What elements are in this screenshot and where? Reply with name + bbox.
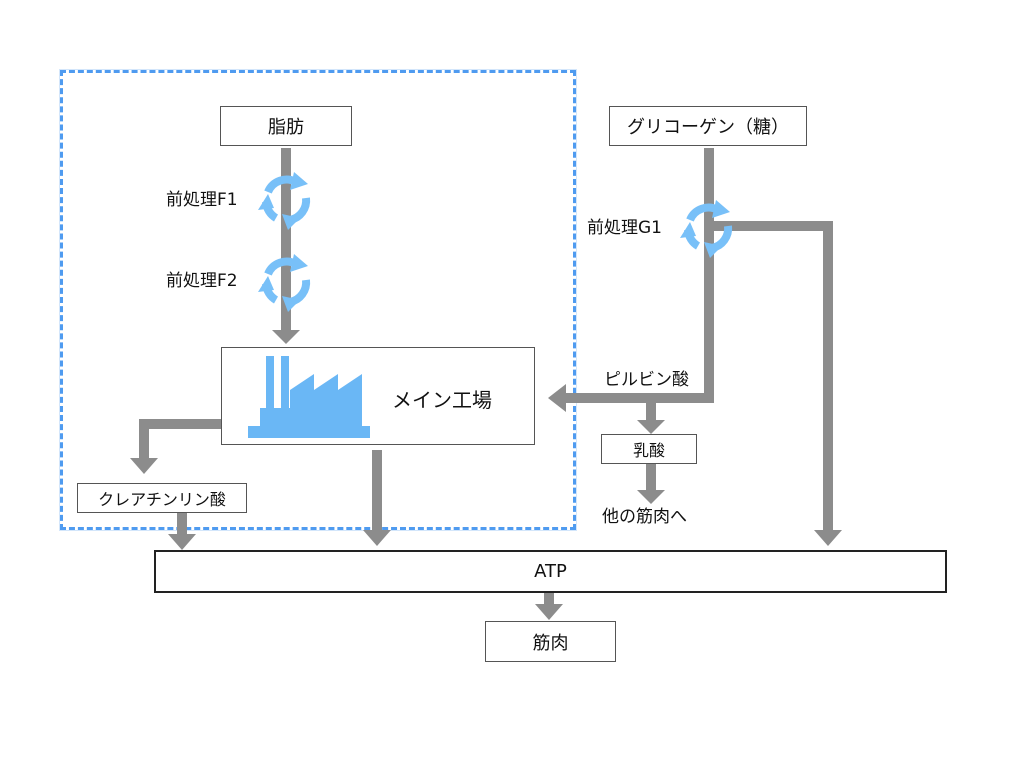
arrowhead	[535, 604, 563, 620]
arrow-glycogen-to-atp	[709, 221, 833, 530]
fat-label: 脂肪	[268, 117, 304, 138]
pre-f1-label: 前処理F1	[166, 190, 238, 210]
arrowhead	[548, 384, 566, 412]
other-muscle-label: 他の筋肉へ	[602, 507, 687, 527]
pre-f2-label: 前処理F2	[166, 271, 238, 291]
muscle-node: 筋肉	[485, 621, 616, 662]
atp-node: ATP	[154, 550, 947, 593]
arrow-glycogen-to-pyruvate	[566, 148, 714, 403]
arrowhead	[130, 458, 158, 474]
pre-g1-label: 前処理G1	[587, 218, 662, 238]
glycogen-label: グリコーゲン（糖）	[627, 117, 789, 138]
arrowhead	[168, 534, 196, 550]
lactate-label: 乳酸	[632, 441, 665, 460]
muscle-label: 筋肉	[532, 632, 569, 654]
glycogen-node: グリコーゲン（糖）	[609, 106, 807, 146]
arrowhead	[637, 420, 665, 434]
lactate-node: 乳酸	[601, 434, 697, 464]
creatine-node: クレアチンリン酸	[77, 483, 247, 513]
arrowhead	[814, 530, 842, 546]
arrowhead	[363, 530, 391, 546]
arrow-factory-to-creatine	[139, 419, 221, 458]
factory-icon	[248, 356, 370, 438]
atp-label: ATP	[534, 561, 567, 582]
fat-node: 脂肪	[220, 106, 352, 146]
pyruvate-label: ピルビン酸	[604, 370, 689, 390]
creatine-label: クレアチンリン酸	[98, 490, 226, 509]
arrowhead	[637, 490, 665, 504]
arrowhead	[272, 330, 300, 344]
main-factory-label: メイン工場	[392, 388, 492, 412]
main-factory-node: メイン工場	[221, 347, 535, 445]
main-factory-region	[60, 70, 576, 530]
